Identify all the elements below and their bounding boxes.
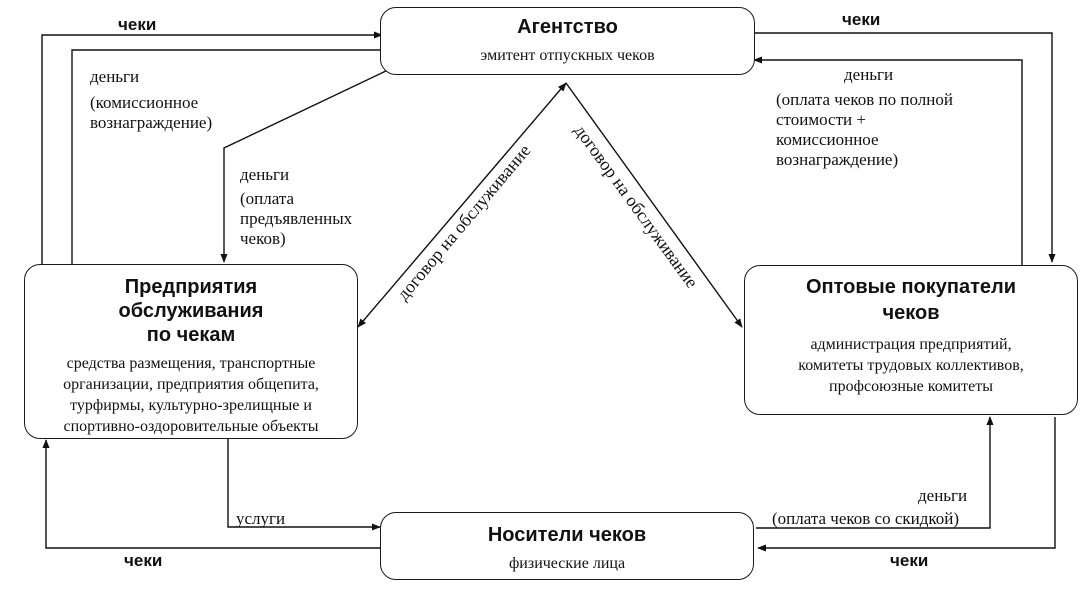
wholesale-buyers-desc-3: профсоюзные комитеты [829, 378, 993, 395]
holders-box: Носители чеков физические лица [380, 512, 754, 580]
label-money-presented-4: чеков) [240, 229, 286, 248]
wholesale-buyers-box: Оптовые покупатели чеков администрация п… [744, 265, 1078, 415]
service-enterprises-desc-1: средства размещения, транспортные [66, 355, 316, 372]
edge-contract-right [565, 82, 743, 328]
edge-contract-left [357, 82, 567, 328]
label-checks-left-bottom: чеки [124, 551, 163, 570]
service-enterprises-title-3: по чекам [146, 324, 236, 346]
edge-services [227, 438, 381, 531]
wholesale-buyers-title-2: чеков [882, 302, 940, 324]
holders-title: Носители чеков [487, 524, 647, 546]
label-money-full-4: комиссионное [776, 130, 879, 149]
edge-checks-wholesale-to-holders [757, 417, 1056, 552]
edge-money-commission [71, 49, 382, 265]
service-enterprises-desc-2: организации, предприятия общепита, [63, 376, 319, 393]
label-checks-right-bottom: чеки [890, 551, 929, 570]
wholesale-buyers-desc-1: администрация предприятий, [810, 336, 1012, 353]
label-money-full-3: стоимости + [776, 110, 866, 129]
wholesale-buyers-title-1: Оптовые покупатели [806, 276, 1016, 298]
label-money-full-1: деньги [844, 65, 894, 84]
edge-checks-agency-to-wholesale [754, 32, 1056, 263]
service-enterprises-box: Предприятия обслуживания по чекам средст… [24, 264, 358, 439]
label-money-discount-2: (оплата чеков со скидкой) [772, 509, 960, 528]
label-services: услуги [236, 509, 286, 528]
service-enterprises-desc-4: спортивно-оздоровительные объекты [63, 418, 319, 435]
label-money-discount-1: деньги [918, 486, 968, 505]
wholesale-buyers-desc-2: комитеты трудовых коллективов, [798, 357, 1024, 374]
label-money-full-2: (оплата чеков по полной [776, 90, 953, 109]
edge-money-presented [220, 69, 389, 263]
edge-checks-holders-to-service [42, 439, 380, 549]
agency-box: Агентство эмитент отпускных чеков [380, 7, 755, 75]
label-money-presented-2: (оплата [240, 189, 295, 208]
label-money-commission-1: деньги [90, 67, 140, 86]
holders-subtitle: физические лица [508, 555, 626, 572]
service-enterprises-title-2: обслуживания [118, 300, 264, 322]
agency-title: Агентство [517, 16, 618, 38]
label-money-presented-1: деньги [240, 165, 290, 184]
label-money-presented-3: предъявленных [240, 209, 353, 228]
label-money-commission-2: (комиссионное [90, 93, 199, 112]
service-enterprises-desc-3: турфирмы, культурно-зрелищные и [70, 397, 312, 414]
label-checks-left-top: чеки [118, 15, 157, 34]
agency-subtitle: эмитент отпускных чеков [480, 47, 655, 64]
label-money-commission-3: вознаграждение) [90, 113, 213, 132]
edge-money-discount [756, 416, 994, 529]
label-checks-right-top: чеки [842, 10, 881, 29]
service-enterprises-title-1: Предприятия [124, 276, 258, 298]
edge-money-full [753, 56, 1023, 265]
edge-checks-service-to-agency [41, 31, 383, 265]
label-money-full-5: вознаграждение) [776, 150, 899, 169]
